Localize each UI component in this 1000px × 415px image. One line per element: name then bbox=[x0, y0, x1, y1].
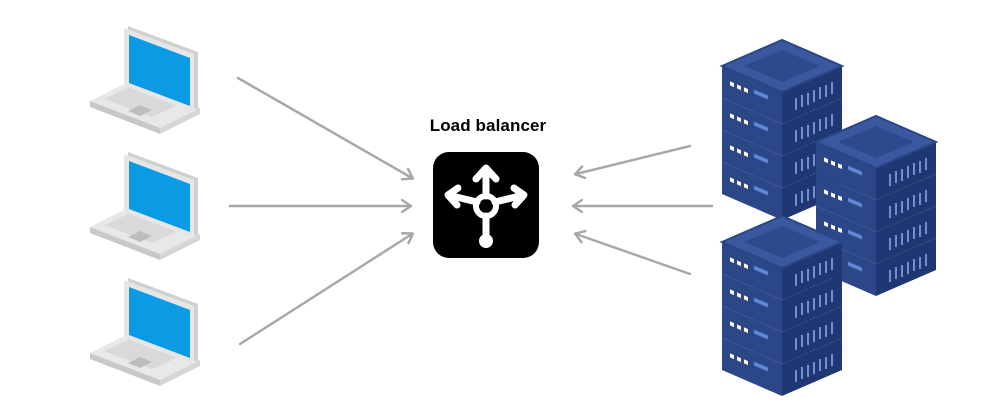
load-balancer-title: Load balancer bbox=[429, 116, 547, 135]
server-stack-icon bbox=[722, 216, 842, 396]
arrow-server-1-to-lb bbox=[576, 144, 692, 174]
laptop-icon bbox=[90, 26, 200, 134]
load-balancer-box bbox=[433, 152, 539, 258]
arrow-client-3-to-lb bbox=[238, 234, 412, 346]
server-stack-3 bbox=[722, 216, 842, 396]
arrow-server-3-to-lb bbox=[576, 234, 692, 276]
client-laptop-2 bbox=[90, 152, 200, 260]
laptop-icon bbox=[90, 152, 200, 260]
client-laptop-3 bbox=[90, 278, 200, 386]
arrow-client-1-to-lb bbox=[236, 76, 412, 178]
split-arrows-icon bbox=[444, 164, 528, 248]
laptop-icon bbox=[90, 278, 200, 386]
load-balancer-node bbox=[433, 152, 539, 258]
client-laptop-1 bbox=[90, 26, 200, 134]
